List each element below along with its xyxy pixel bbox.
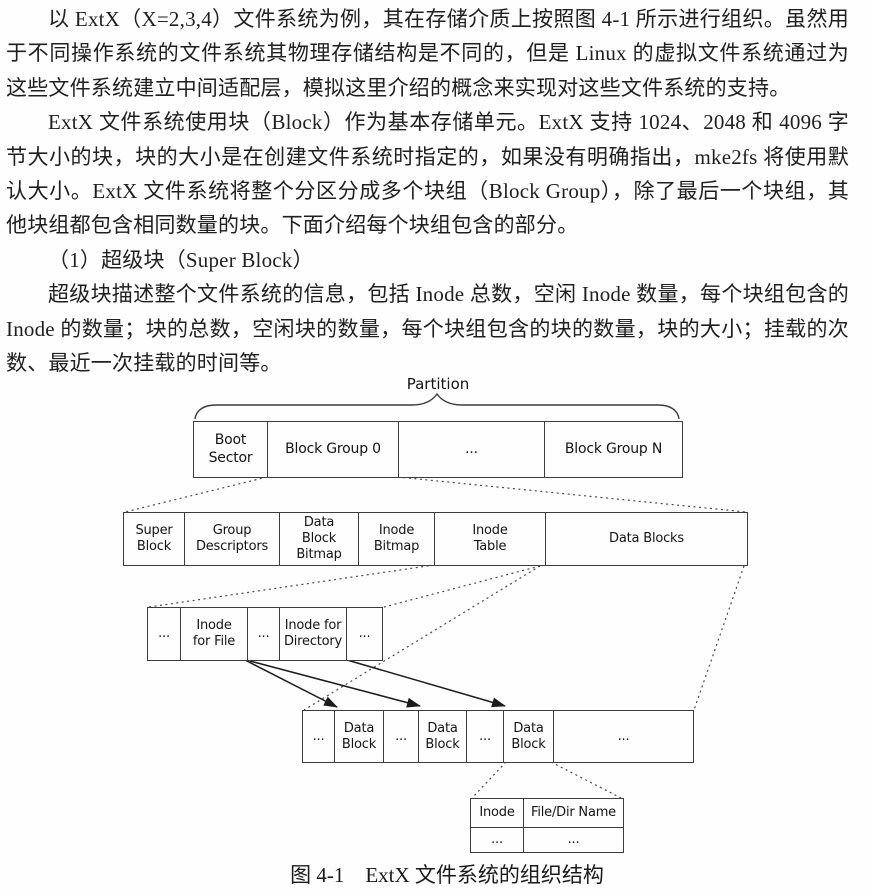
cell-ellipsis: ... — [247, 607, 280, 661]
arrow-inode-file-to-block2 — [249, 660, 421, 708]
cell-ellipsis: ... — [466, 710, 504, 763]
cell-inode-for-directory: Inode for Directory — [279, 607, 347, 661]
cell-inode-for-file: Inode for File — [180, 607, 248, 661]
dir-table-header-inode: Inode — [470, 798, 524, 828]
cell-ellipsis: ... — [302, 710, 335, 763]
cell-data-block-bitmap: Data Block Bitmap — [279, 512, 359, 566]
cell-block-group-n: Block Group N — [544, 421, 683, 478]
dotted-connector-inode-table-left — [148, 564, 435, 608]
cell-boot-sector: Boot Sector — [193, 421, 268, 478]
dir-table-header-name: File/Dir Name — [523, 798, 624, 828]
dotted-connector-data-blocks-right — [693, 565, 745, 711]
arrow-inode-dir-to-block3 — [346, 659, 506, 708]
paragraph-super-block: 超级块描述整个文件系统的信息，包括 Inode 总数，空闲 Inode 数量，每… — [6, 282, 849, 376]
cell-ellipsis: ... — [398, 421, 545, 478]
arrow-inode-file-to-block1 — [244, 659, 338, 708]
cell-group-descriptors: Group Descriptors — [184, 512, 280, 566]
cell-super-block: Super Block — [123, 512, 185, 566]
partition-brace — [194, 392, 680, 420]
dotted-connector-inode-table-right — [383, 565, 541, 608]
paragraph-block-size: ExtX 文件系统使用块（Block）作为基本存储单元。ExtX 支持 1024… — [6, 110, 849, 238]
cell-ellipsis: ... — [147, 607, 181, 661]
cell-data-blocks: Data Blocks — [545, 512, 748, 566]
cell-data-block: Data Block — [418, 710, 467, 763]
dotted-connector-dir-block-right — [550, 761, 622, 799]
dir-table-cell-inode: ... — [470, 827, 524, 853]
cell-inode-bitmap: Inode Bitmap — [358, 512, 435, 566]
heading-super-block: （1）超级块（Super Block） — [48, 247, 314, 272]
cell-block-group-0: Block Group 0 — [267, 421, 399, 478]
paragraph-intro: 以 ExtX（X=2,3,4）文件系统为例，其在存储介质上按照图 4-1 所示进… — [6, 7, 849, 100]
cell-data-block: Data Block — [334, 710, 384, 763]
body-text: 以 ExtX（X=2,3,4）文件系统为例，其在存储介质上按照图 4-1 所示进… — [0, 0, 871, 380]
dotted-connector-bg0-right — [397, 476, 747, 513]
cell-ellipsis: ... — [553, 710, 694, 763]
figure-caption: 图 4-1 ExtX 文件系统的组织结构 — [290, 863, 604, 887]
dotted-connector-dir-block-left — [471, 761, 507, 799]
cell-inode-table: Inode Table — [434, 512, 546, 566]
dir-table-cell-name: ... — [523, 827, 624, 853]
cell-ellipsis: ... — [383, 710, 419, 763]
cell-data-block: Data Block — [503, 710, 554, 763]
dotted-connector-bg0-left — [124, 476, 268, 513]
cell-ellipsis: ... — [346, 607, 383, 661]
dotted-connector-data-blocks-left — [303, 565, 541, 711]
